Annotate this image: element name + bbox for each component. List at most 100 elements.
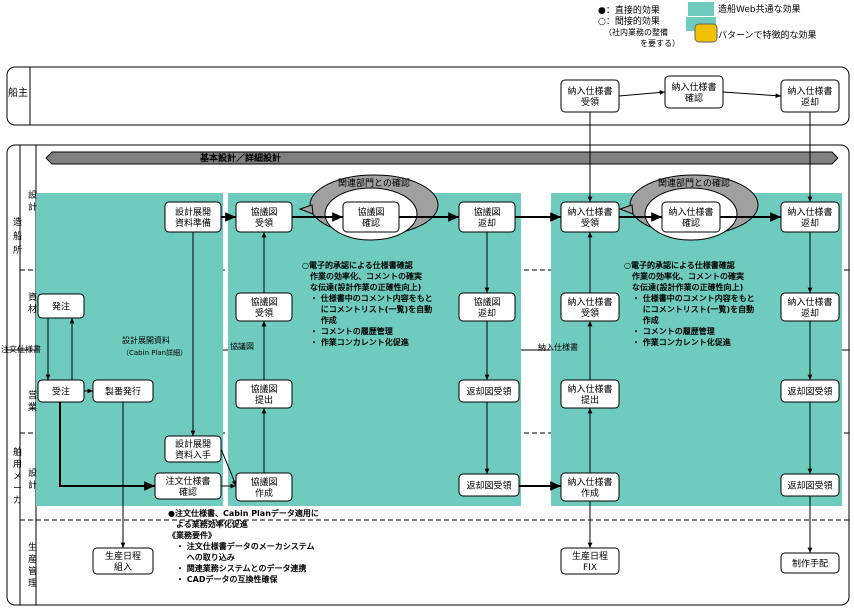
legend-common: 造船Web共通な効果 [718, 3, 801, 15]
box-nonyu-return-line-1: 返却 [801, 217, 819, 229]
legend-common-swatch [688, 2, 714, 16]
box-order-confirm-line-0: 注文仕様書 [165, 475, 210, 487]
legend-indirect-note-1: （社内業務の整備 [604, 27, 668, 37]
box-sales-henkyaku2-line-0: 返却図受領 [787, 386, 832, 398]
box-kyogi-create-line-0: 協議図 [250, 476, 277, 488]
notes-bottom-line-2: 《業務要件》 [168, 530, 216, 540]
notes-left-line-6: ・ コメントの履歴管理 [302, 326, 393, 336]
notes-right-line-7: ・ 作業コンカレント化促進 [624, 337, 731, 347]
lane-maker-design-label: 設計 [28, 467, 37, 491]
box-prod-start-line-0: 制作手配 [792, 558, 828, 570]
box-sales-kyogi-submit-line-0: 協議図 [250, 383, 277, 395]
box-sales-henkyaku-line-0: 返却図受領 [466, 386, 511, 398]
box-prod-start: 制作手配 [780, 552, 840, 574]
box-design-henkyaku: 返却図受領 [458, 473, 520, 497]
notes-right-line-2: な伝達(設計作業の正確性向上) [624, 282, 743, 292]
box-order-confirm-line-1: 確認 [179, 486, 197, 498]
legend-pattern-swatch [694, 23, 718, 43]
box-prod-plan-line-0: 生産日程 [105, 550, 141, 562]
box-nonyu-return-line-0: 納入仕様書 [787, 206, 832, 218]
box-prep-line-1: 資料準備 [175, 217, 211, 229]
box-prod-plan-line-1: 組入 [114, 561, 132, 573]
box-nonyu-create-line-1: 作成 [581, 487, 599, 499]
box-hatchu-line-0: 発注 [52, 301, 70, 313]
box-design-input-line-1: 資料入手 [175, 449, 211, 461]
box-design-henkyaku2: 返却図受領 [780, 473, 840, 497]
box-juchu: 受注 [37, 379, 85, 403]
box-mat-nonyu-return-line-1: 返却 [801, 307, 819, 319]
notes-left-line-5: 作成 [302, 315, 337, 325]
lane-maker-label: 舶用メーカ [13, 446, 22, 506]
legend-direct: ●：直接的効果 [598, 4, 660, 16]
box-prod-fix-line-1: FIX [583, 563, 597, 573]
notes-bottom-line-3: ・ 注文仕様書データのメーカシステム [168, 541, 315, 551]
box-kyogi-check-line-1: 確認 [362, 217, 380, 229]
box-owner-receive-line-1: 受領 [581, 96, 599, 108]
box-mat-kyogi-recv-line-1: 受領 [255, 307, 273, 319]
common-region-3 [551, 193, 842, 506]
notes-right-line-4: にコメントリスト(一覧)を自動 [624, 304, 754, 314]
legend-indirect: ○：間接的効果 [598, 15, 660, 27]
box-mat-kyogi-return-line-1: 返却 [478, 307, 496, 319]
notes-left-line-0: ○電子的承認による仕様書確認 [302, 260, 413, 270]
box-sales-kyogi-submit-line-1: 提出 [255, 394, 273, 406]
box-sales-henkyaku2: 返却図受領 [780, 379, 840, 403]
notes-bottom-line-5: ・ 関連業務システムとのデータ連携 [168, 563, 306, 573]
connector [618, 90, 666, 97]
box-juchu-line-0: 受注 [52, 386, 70, 398]
label-kyogi-doc: 協議図 [230, 341, 254, 351]
box-prep-line-0: 設計展開 [175, 206, 211, 218]
box-sales-henkyaku: 返却図受領 [458, 379, 520, 403]
legend-pattern: パターンで特徴的な効果 [718, 29, 817, 41]
lane-maker-sales-label: 営業 [28, 389, 37, 413]
phase-banner-label: 基本設計／詳細設計 [199, 152, 281, 164]
notes-left-line-1: 作業の効率化、コメントの確実 [302, 271, 422, 281]
box-kyogi-recv-line-1: 受領 [255, 217, 273, 229]
effect-notes: ○電子的承認による仕様書確認 作業の効率化、コメントの確実 な伝達(設計作業の正… [168, 260, 755, 584]
box-sales-nonyu-submit-line-0: 納入仕様書 [567, 383, 612, 395]
box-owner-return-line-1: 返却 [801, 96, 819, 108]
meeting-bubble-left-label: 関連部門との確認 [338, 177, 410, 189]
notes-right-line-3: ・ 仕様書中のコメント内容をもと [624, 293, 755, 303]
box-design-henkyaku2-line-0: 返却図受領 [787, 480, 832, 492]
common-region-2 [228, 193, 521, 506]
process-boxes: 納入仕様書受領納入仕様書確認納入仕様書返却設計展開資料準備協議図受領協議図確認協… [37, 75, 840, 575]
box-kyogi-return-line-0: 協議図 [473, 206, 500, 218]
box-kyogi-recv-line-0: 協議図 [250, 206, 277, 218]
box-seiban-line-0: 製番発行 [105, 386, 141, 398]
notes-bottom-line-4: への取り込み [168, 552, 235, 562]
box-kyogi-check-line-0: 協議図 [357, 206, 384, 218]
legend: ●：直接的効果 ○：間接的効果 （社内業務の整備 を要する） 造船Web共通な効… [598, 2, 817, 48]
lane-owner-label: 船主 [8, 86, 28, 99]
lane-shipyard-materials-label: 資材 [28, 291, 37, 315]
box-nonyu-check-line-1: 確認 [682, 217, 700, 229]
box-design-henkyaku-line-0: 返却図受領 [466, 480, 511, 492]
notes-left-line-3: ・ 仕様書中のコメント内容をもと [302, 293, 433, 303]
notes-right-line-6: ・ コメントの履歴管理 [624, 326, 715, 336]
lane-maker-production-label: 生産管理 [28, 541, 37, 589]
label-nonyu-doc: 納入仕様書 [538, 342, 578, 352]
meeting-bubble-right-label: 関連部門との確認 [658, 177, 730, 189]
box-hatchu: 発注 [37, 293, 85, 319]
box-nonyu-create-line-0: 納入仕様書 [567, 476, 612, 488]
notes-right-line-0: ○電子的承認による仕様書確認 [624, 260, 735, 270]
lane-owner: 船主 [6, 66, 850, 126]
box-kyogi-create-line-1: 作成 [255, 487, 273, 499]
box-mat-nonyu-recv-line-0: 納入仕様書 [567, 296, 612, 308]
box-owner-confirm-line-1: 確認 [685, 92, 703, 104]
